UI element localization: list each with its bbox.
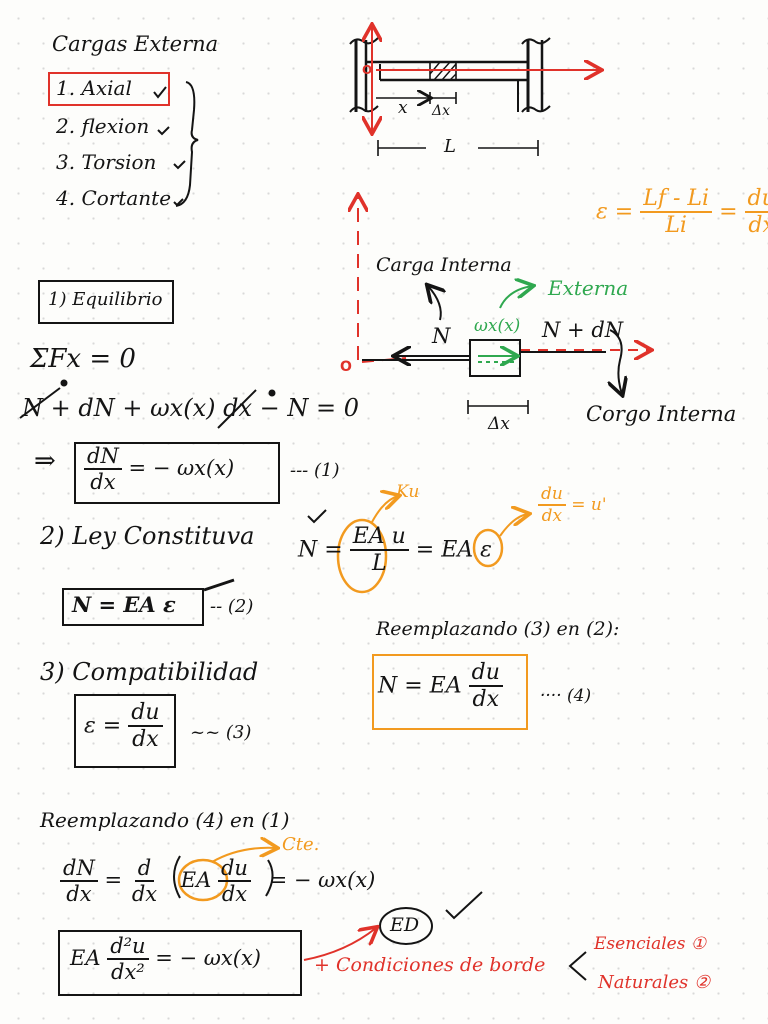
equation-2: N = EA ε xyxy=(72,592,176,617)
carga-interna-top-label: Carga Interna xyxy=(376,254,512,276)
final-ea: EA xyxy=(70,946,101,970)
equation-1-ref: --- (1) xyxy=(290,460,340,481)
sum-forces: ΣFx = 0 xyxy=(30,344,136,374)
substituted-ea: EA xyxy=(180,868,212,892)
compatibility-title: 3) Compatibilidad xyxy=(40,658,259,686)
natural-conditions: Naturales ② xyxy=(598,972,711,993)
element-origin-label: O xyxy=(340,359,352,375)
uprime-value: = u' xyxy=(571,495,607,515)
equation-4-box xyxy=(372,654,528,730)
equation-2-box xyxy=(62,588,204,626)
ku-annotation: Ku xyxy=(396,482,420,502)
final-rhs: = − ωx(x) xyxy=(155,946,262,970)
constitutive-marks xyxy=(203,496,528,594)
axial-highlight-box xyxy=(48,72,170,106)
carga-interna-bottom-label: Corgo Interna xyxy=(586,402,737,426)
normal-force-left-label: N xyxy=(432,324,451,348)
equation-3-lhs: ε = xyxy=(84,713,122,739)
bar-origin-label: O xyxy=(362,63,373,77)
load-item-axial: 1. Axial xyxy=(56,76,132,100)
load-item-cortante: 4. Cortante xyxy=(56,186,172,210)
equation-4-ref: ···· (4) xyxy=(540,686,592,706)
replace-4-in-1-title: Reemplazando (4) en (1) xyxy=(40,808,290,832)
ed-label: ED xyxy=(390,914,420,936)
equation-1-rhs: = − ωx(x) xyxy=(128,456,235,480)
load-item-flexion: 2. flexion xyxy=(56,114,150,138)
normal-force-right-label: N + dN xyxy=(542,318,624,342)
substituted-rhs: = − ωx(x) xyxy=(269,868,376,892)
equilibrium-strikes xyxy=(19,379,276,429)
externa-label: Externa xyxy=(548,276,629,300)
bar-dx-label: Δx xyxy=(432,103,451,119)
equilibrium-equation: N + dN + ωx(x) dx − N = 0 xyxy=(22,394,359,422)
boundary-conditions: + Condiciones de borde xyxy=(314,954,546,976)
equation-3-ref: ~~ (3) xyxy=(190,722,252,743)
substituted-eq: = xyxy=(104,868,123,892)
strain-lhs: ε = xyxy=(596,199,634,225)
bar-x-label: x xyxy=(398,98,408,118)
constant-annotation: Cte. xyxy=(282,834,320,855)
element-dx-label: Δx xyxy=(488,414,510,434)
equation-4-lhs: N = EA xyxy=(378,673,462,699)
equation-3-box xyxy=(74,694,176,768)
element-diagram xyxy=(358,196,650,414)
loads-brace xyxy=(153,81,199,207)
constitutive-lhs: N = xyxy=(298,537,343,563)
replace-3-in-2-title: Reemplazando (3) en (2): xyxy=(376,618,620,640)
distributed-load-label: ωx(x) xyxy=(474,316,521,336)
load-item-torsion: 3. Torsion xyxy=(56,150,157,174)
implies-arrow: ⇒ xyxy=(34,446,56,476)
bar-diagram xyxy=(349,26,600,156)
strain-eq: = xyxy=(719,199,738,225)
constitutive-title: 2) Ley Constituva xyxy=(40,522,255,550)
equilibrium-title-box xyxy=(38,280,174,324)
final-equation-box xyxy=(58,930,302,996)
loads-title: Cargas Externa xyxy=(52,32,219,56)
equation-2-ref: -- (2) xyxy=(210,596,254,617)
essential-conditions: Esenciales ① xyxy=(594,934,707,954)
equilibrium-title: 1) Equilibrio xyxy=(48,289,163,310)
bar-length-label: L xyxy=(444,136,456,157)
equation-1-box xyxy=(74,442,280,504)
constitutive-rhs: = EA ε xyxy=(415,537,492,563)
